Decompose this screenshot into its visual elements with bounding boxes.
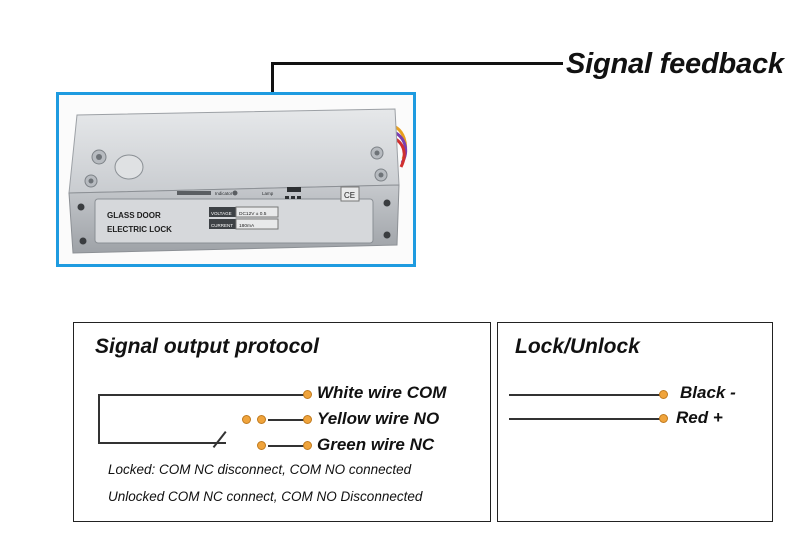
product-photo-frame: GLASS DOOR ELECTRIC LOCK VOLTAGE DC12V ±… [56, 92, 416, 267]
page-title: Signal feedback [566, 48, 784, 80]
no-wire-line [268, 419, 306, 421]
product-label-line2: ELECTRIC LOCK [107, 225, 172, 234]
yellow-wire-label: Yellow wire NO [317, 409, 440, 428]
no-terminal-dot [303, 415, 312, 424]
title-leader-vertical [271, 62, 274, 93]
com-wire-line [98, 394, 306, 396]
com-terminal-dot [303, 390, 312, 399]
current-key: CURRENT [211, 223, 233, 228]
loop-wire-vertical [98, 394, 100, 444]
unlocked-note: Unlocked COM NC connect, COM NO Disconne… [108, 489, 423, 504]
current-value: 180mA [239, 223, 255, 229]
switch-terminal-dot-b [257, 415, 266, 424]
loop-wire-bottom [98, 442, 226, 444]
black-wire-label: Black - [680, 383, 736, 402]
red-wire-label: Red + [676, 408, 723, 427]
indicator-label: Indicator [215, 191, 233, 196]
signal-output-title: Signal output protocol [95, 335, 319, 358]
nc-switch-dot [257, 441, 266, 450]
signal-output-panel [73, 322, 491, 522]
voltage-value: DC12V ± 0.5 [239, 211, 267, 217]
red-wire-line [509, 418, 661, 420]
nc-terminal-dot [303, 441, 312, 450]
red-terminal-dot [659, 414, 668, 423]
white-wire-label: White wire COM [317, 383, 447, 402]
lock-unlock-panel [497, 322, 773, 522]
black-terminal-dot [659, 390, 668, 399]
product-label-line1: GLASS DOOR [107, 211, 161, 220]
black-wire-line [509, 394, 661, 396]
green-wire-label: Green wire NC [317, 435, 435, 454]
lock-illustration: GLASS DOOR ELECTRIC LOCK VOLTAGE DC12V ±… [68, 108, 408, 254]
voltage-key: VOLTAGE [211, 211, 232, 216]
ce-mark: CE [344, 191, 355, 200]
nc-wire-line [268, 445, 306, 447]
lock-unlock-title: Lock/Unlock [515, 335, 640, 358]
lamp-label: Lamp [262, 191, 274, 196]
title-leader-horizontal [271, 62, 563, 65]
locked-note: Locked: COM NC disconnect, COM NO connec… [108, 462, 412, 477]
switch-terminal-dot-a [242, 415, 251, 424]
